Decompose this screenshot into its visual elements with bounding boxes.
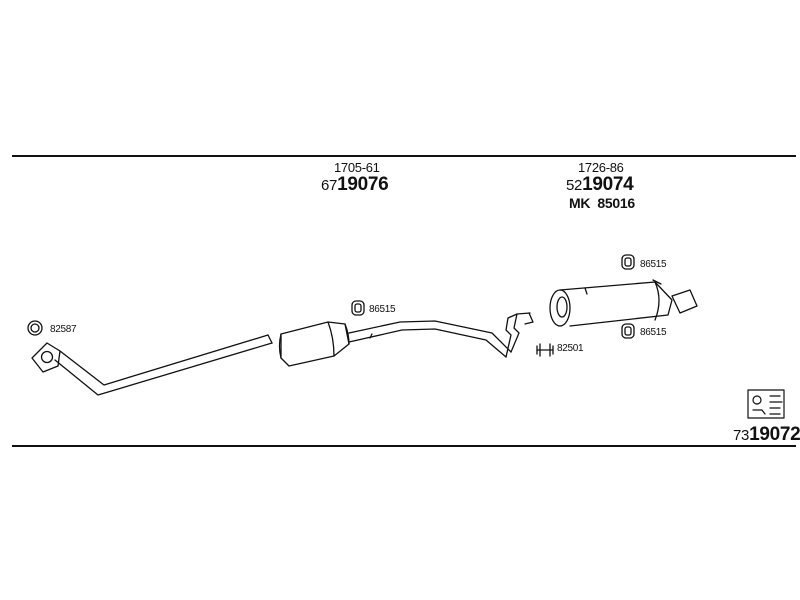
rear-muffler-part-number: 5219074 <box>566 174 634 196</box>
intermediate-pipe <box>348 312 534 358</box>
clamp-label: 82501 <box>557 343 584 354</box>
rear-muffler-prefix: 52 <box>566 177 583 194</box>
mount-rear-top-label: 86515 <box>640 259 667 270</box>
mount-front-icon <box>351 300 365 316</box>
front-pipe-prefix: 67 <box>321 177 338 194</box>
bottom-divider <box>12 445 796 447</box>
overall-number: 19072 <box>749 424 800 445</box>
front-flange <box>31 342 61 373</box>
mount-rear-bottom-icon <box>621 323 635 339</box>
mount-rear-top-icon <box>621 254 635 270</box>
front-pipe-number: 19076 <box>337 174 389 195</box>
rear-muffler <box>549 279 698 327</box>
rear-muffler-number: 19074 <box>582 174 634 195</box>
front-pipe <box>54 334 273 396</box>
mounting-kit-number: 85016 <box>597 195 635 211</box>
front-pipe-part-number: 6719076 <box>321 174 389 196</box>
overall-part-number: 7319072 <box>733 424 800 446</box>
mounting-kit-prefix: MK <box>569 195 591 211</box>
top-divider <box>12 155 796 157</box>
mount-rear-bottom-label: 86515 <box>640 327 667 338</box>
middle-silencer <box>267 321 350 367</box>
clamp-icon <box>536 343 554 357</box>
mounting-kit-label: MK 85016 <box>569 195 635 211</box>
ring-label: 82587 <box>50 324 77 335</box>
catalog-legend-icon <box>747 389 785 419</box>
mount-front-label: 86515 <box>369 304 396 315</box>
gasket-ring-icon <box>27 320 43 336</box>
rear-muffler-ref: 1726-86 <box>578 160 624 175</box>
overall-prefix: 73 <box>733 427 750 444</box>
front-pipe-ref: 1705-61 <box>334 160 380 175</box>
